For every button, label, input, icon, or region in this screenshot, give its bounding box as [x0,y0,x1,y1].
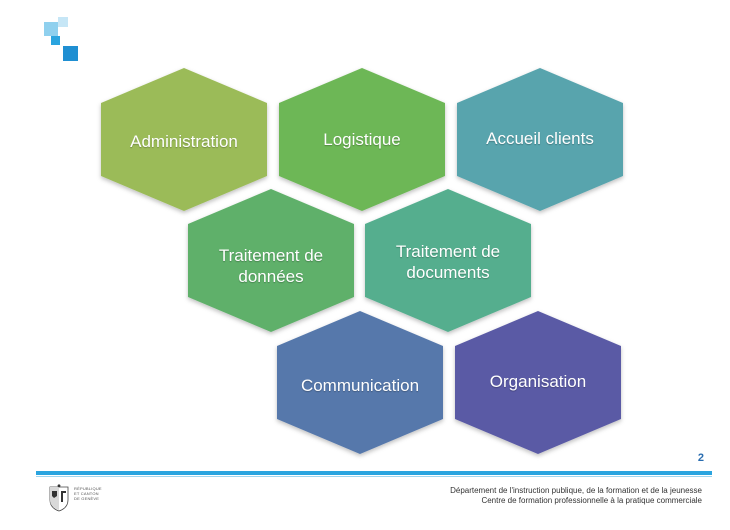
hex-organisation [455,311,621,454]
hex-traitement-donnees [188,189,354,332]
footer-divider [36,471,712,475]
footer-organization: Département de l'instruction publique, d… [450,486,702,506]
hex-logistique [279,68,445,211]
footer-line-2: Centre de formation professionnelle à la… [481,496,702,505]
emblem-caption: RÉPUBLIQUE ET CANTON DE GENÈVE [74,486,102,501]
hex-communication [277,311,443,454]
hex-traitement-documents [365,189,531,332]
page-number: 2 [697,452,704,464]
brand-squares-logo [44,17,78,61]
footer-line-1: Département de l'instruction publique, d… [450,486,702,495]
geneva-coat-of-arms-icon [49,484,69,512]
hex-accueil-clients [457,68,623,211]
hex-administration [101,68,267,211]
footer-divider-thin [36,476,712,477]
